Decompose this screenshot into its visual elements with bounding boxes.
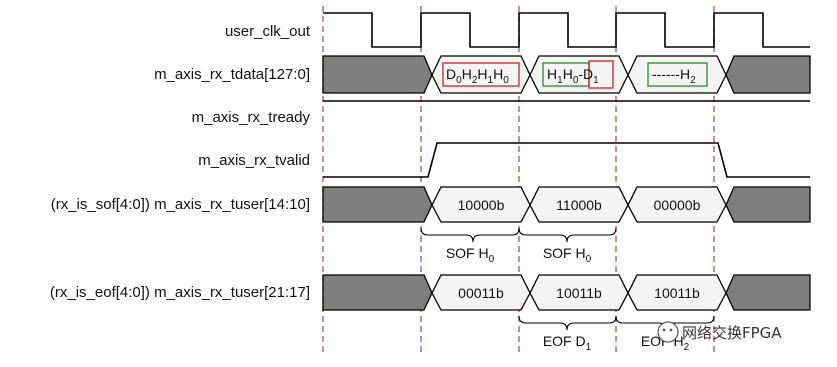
tdata-beat-0-label: D0H2H1H0 [446,66,509,86]
sof-brace-1 [518,227,617,243]
sof-annotation-0: SOF H0 [446,245,495,265]
tdata-beat-1-eof-box [588,60,614,89]
wechat-icon [657,321,679,343]
signal-label-tuser-sof: (rx_is_sof[4:0]) m_axis_rx_tuser[14:10] [51,196,310,213]
sof-brace-0 [420,227,520,243]
signal-label-user-clk-out: user_clk_out [225,23,311,40]
tdata-beat-2-label: ------H2 [652,66,696,86]
signal-label-tuser-eof: (rx_is_eof[4:0]) m_axis_rx_tuser[21:17] [50,284,310,301]
eof-annotation-1: EOF H2 [641,333,690,353]
signal-label-tready: m_axis_rx_tready [192,109,311,126]
wechat-icon-eye [669,328,673,332]
sof-idle-left [322,186,433,223]
tdata-bus [322,55,811,94]
sof-value-1: 11000b [556,197,602,213]
tuser-eof-bus [322,274,811,311]
tdata-beat-2-box [647,62,708,87]
tdata-idle-right [725,55,811,94]
signal-label-tdata: m_axis_rx_tdata[127:0] [154,66,310,83]
watermark: 网络交换FPGA [657,321,782,343]
tvalid-waveform [323,142,810,178]
tdata-beat-0-box [442,62,520,87]
eof-brace-0 [518,315,617,331]
eof-annotation-0: EOF D1 [543,333,592,353]
clock-waveform [323,12,810,48]
signal-label-tvalid: m_axis_rx_tvalid [198,152,310,169]
eof-idle-right [725,274,811,311]
sof-idle-right [725,186,811,223]
wechat-icon-eye [662,328,666,332]
tuser-sof-bus [322,186,811,223]
eof-value-0: 00011b [458,285,504,301]
tdata-idle-left [322,55,433,94]
sof-value-0: 10000b [458,197,505,213]
sof-value-2: 00000b [654,197,701,213]
eof-value-1: 10011b [556,285,602,301]
eof-idle-left [322,274,433,311]
eof-value-2: 10011b [654,285,700,301]
sof-annotation-1: SOF H0 [543,245,592,265]
watermark-text: 网络交换FPGA [682,324,782,342]
